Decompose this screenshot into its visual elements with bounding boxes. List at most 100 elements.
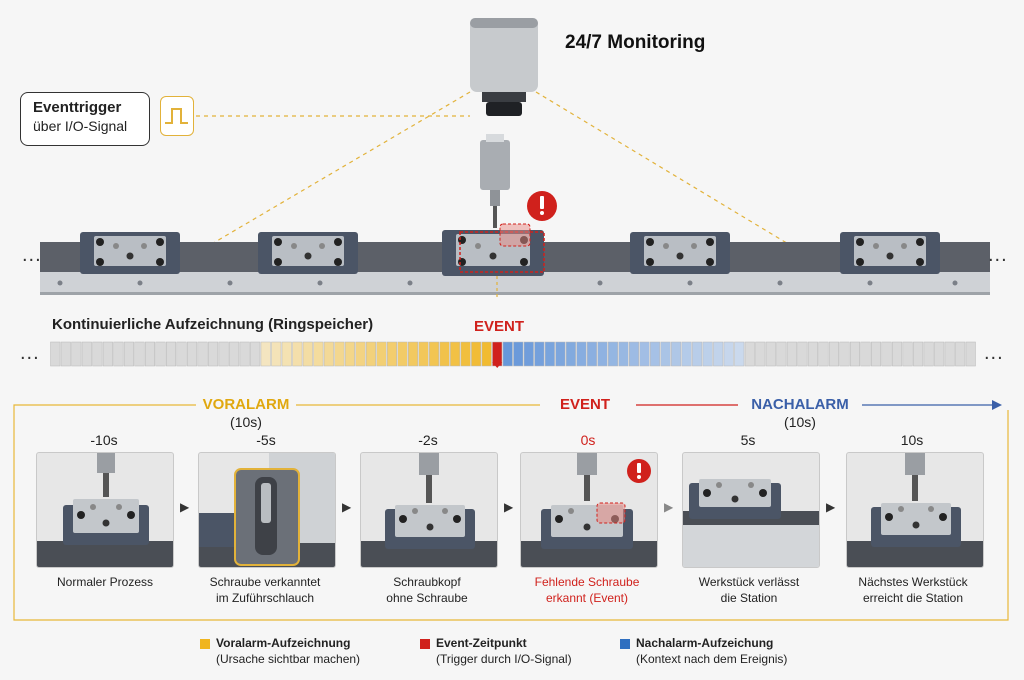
ring-segment (818, 341, 829, 367)
ring-segment (208, 341, 219, 367)
ring-segment (923, 341, 934, 367)
ring-buffer-bar (50, 341, 976, 368)
frame-time: 5s (740, 432, 756, 448)
alert-icon (527, 191, 557, 221)
frame-image (682, 452, 820, 568)
conveyor-dots-left: ... (22, 244, 42, 266)
ring-segment (765, 341, 776, 367)
trigger-subtitle: über I/O-Signal (33, 118, 128, 134)
ring-segment (408, 341, 419, 367)
ring-segment (934, 341, 945, 367)
ring-segment (786, 341, 797, 367)
ring-segment (355, 341, 366, 367)
ring-segment (439, 341, 450, 367)
ring-segment (134, 341, 145, 367)
ring-segment (544, 341, 555, 367)
ring-segment (481, 341, 492, 367)
ring-segment (344, 341, 355, 367)
chevron-right-icon: ▶ (342, 500, 352, 514)
workpiece-icon (840, 232, 940, 274)
ring-segment (565, 341, 576, 367)
ring-segment (965, 341, 976, 367)
ring-segment (429, 341, 440, 367)
ring-segment (502, 341, 513, 367)
ring-dots-left: ... (20, 342, 40, 364)
ring-segment (260, 341, 271, 367)
ring-segment (271, 341, 282, 367)
ring-segment (744, 341, 755, 367)
ring-segment (734, 341, 745, 367)
event-phase-label: EVENT (559, 396, 610, 413)
ring-segment (913, 341, 924, 367)
ring-segment (418, 341, 429, 367)
ring-segment (397, 341, 408, 367)
ring-segment (607, 341, 618, 367)
ring-segment (713, 341, 724, 367)
frame-image (846, 452, 984, 568)
frame-image (36, 452, 174, 568)
chevron-right-icon: ▶ (504, 500, 514, 514)
camera-icon (470, 18, 538, 116)
ring-segment (702, 341, 713, 367)
ring-segment (302, 341, 313, 367)
ring-dots-right: ... (984, 342, 1004, 364)
event-pointer (492, 362, 503, 368)
ring-segment (723, 341, 734, 367)
ring-segment (629, 341, 640, 367)
ring-segment (334, 341, 345, 367)
ring-segment (281, 341, 292, 367)
nachalarm-duration: (10s) (784, 414, 816, 430)
frame-time: 0s (580, 432, 596, 448)
ring-segment (513, 341, 524, 367)
ring-segment (523, 341, 534, 367)
legend-subtitle: (Ursache sichtbar machen) (216, 652, 361, 666)
ring-segment (555, 341, 566, 367)
chevron-right-icon: ▶ (180, 500, 190, 514)
timeline-frame (13, 400, 1009, 621)
ring-segment (292, 341, 303, 367)
ring-segment (250, 341, 261, 367)
workpiece-icon (258, 232, 358, 274)
ring-buffer-title: Kontinuierliche Aufzeichnung (Ringspeich… (52, 316, 374, 333)
conveyor-scene (40, 91, 990, 300)
camera-fov-left (209, 91, 471, 246)
workpiece-icon (442, 223, 545, 276)
screwdriver-icon (480, 134, 510, 228)
timeline-arrowhead (992, 400, 1002, 410)
ring-segment (50, 341, 61, 367)
pulse-signal-icon (160, 96, 194, 136)
legend-title: Nachalarm-Aufzeichung (636, 636, 774, 650)
ring-segment (597, 341, 608, 367)
ring-segment (81, 341, 92, 367)
ring-segment (776, 341, 787, 367)
legend-title: Event-Zeitpunkt (436, 636, 527, 650)
ring-segment (450, 341, 461, 367)
ring-segment (944, 341, 955, 367)
ring-segment (618, 341, 629, 367)
ring-segment (218, 341, 229, 367)
nachalarm-label: NACHALARM (751, 396, 849, 413)
workpiece-icon (80, 232, 180, 274)
ring-segment (92, 341, 103, 367)
ring-segment (797, 341, 808, 367)
ring-segment (586, 341, 597, 367)
ring-segment (376, 341, 387, 367)
ring-segment (229, 341, 240, 367)
ring-segment (323, 341, 334, 367)
ring-segment (902, 341, 913, 367)
ring-segment (755, 341, 766, 367)
conveyor-dots-right: ... (988, 244, 1008, 266)
chevron-right-icon: ▶ (664, 500, 674, 514)
legend-swatch-event (420, 639, 430, 649)
ring-segment (386, 341, 397, 367)
legend-swatch-nachalarm (620, 639, 630, 649)
ring-segment (71, 341, 82, 367)
ring-segment (365, 341, 376, 367)
ring-segment (881, 341, 892, 367)
ring-segment (60, 341, 71, 367)
ring-segment (239, 341, 250, 367)
legend-subtitle: (Trigger durch I/O-Signal) (436, 652, 572, 666)
ring-segment (807, 341, 818, 367)
